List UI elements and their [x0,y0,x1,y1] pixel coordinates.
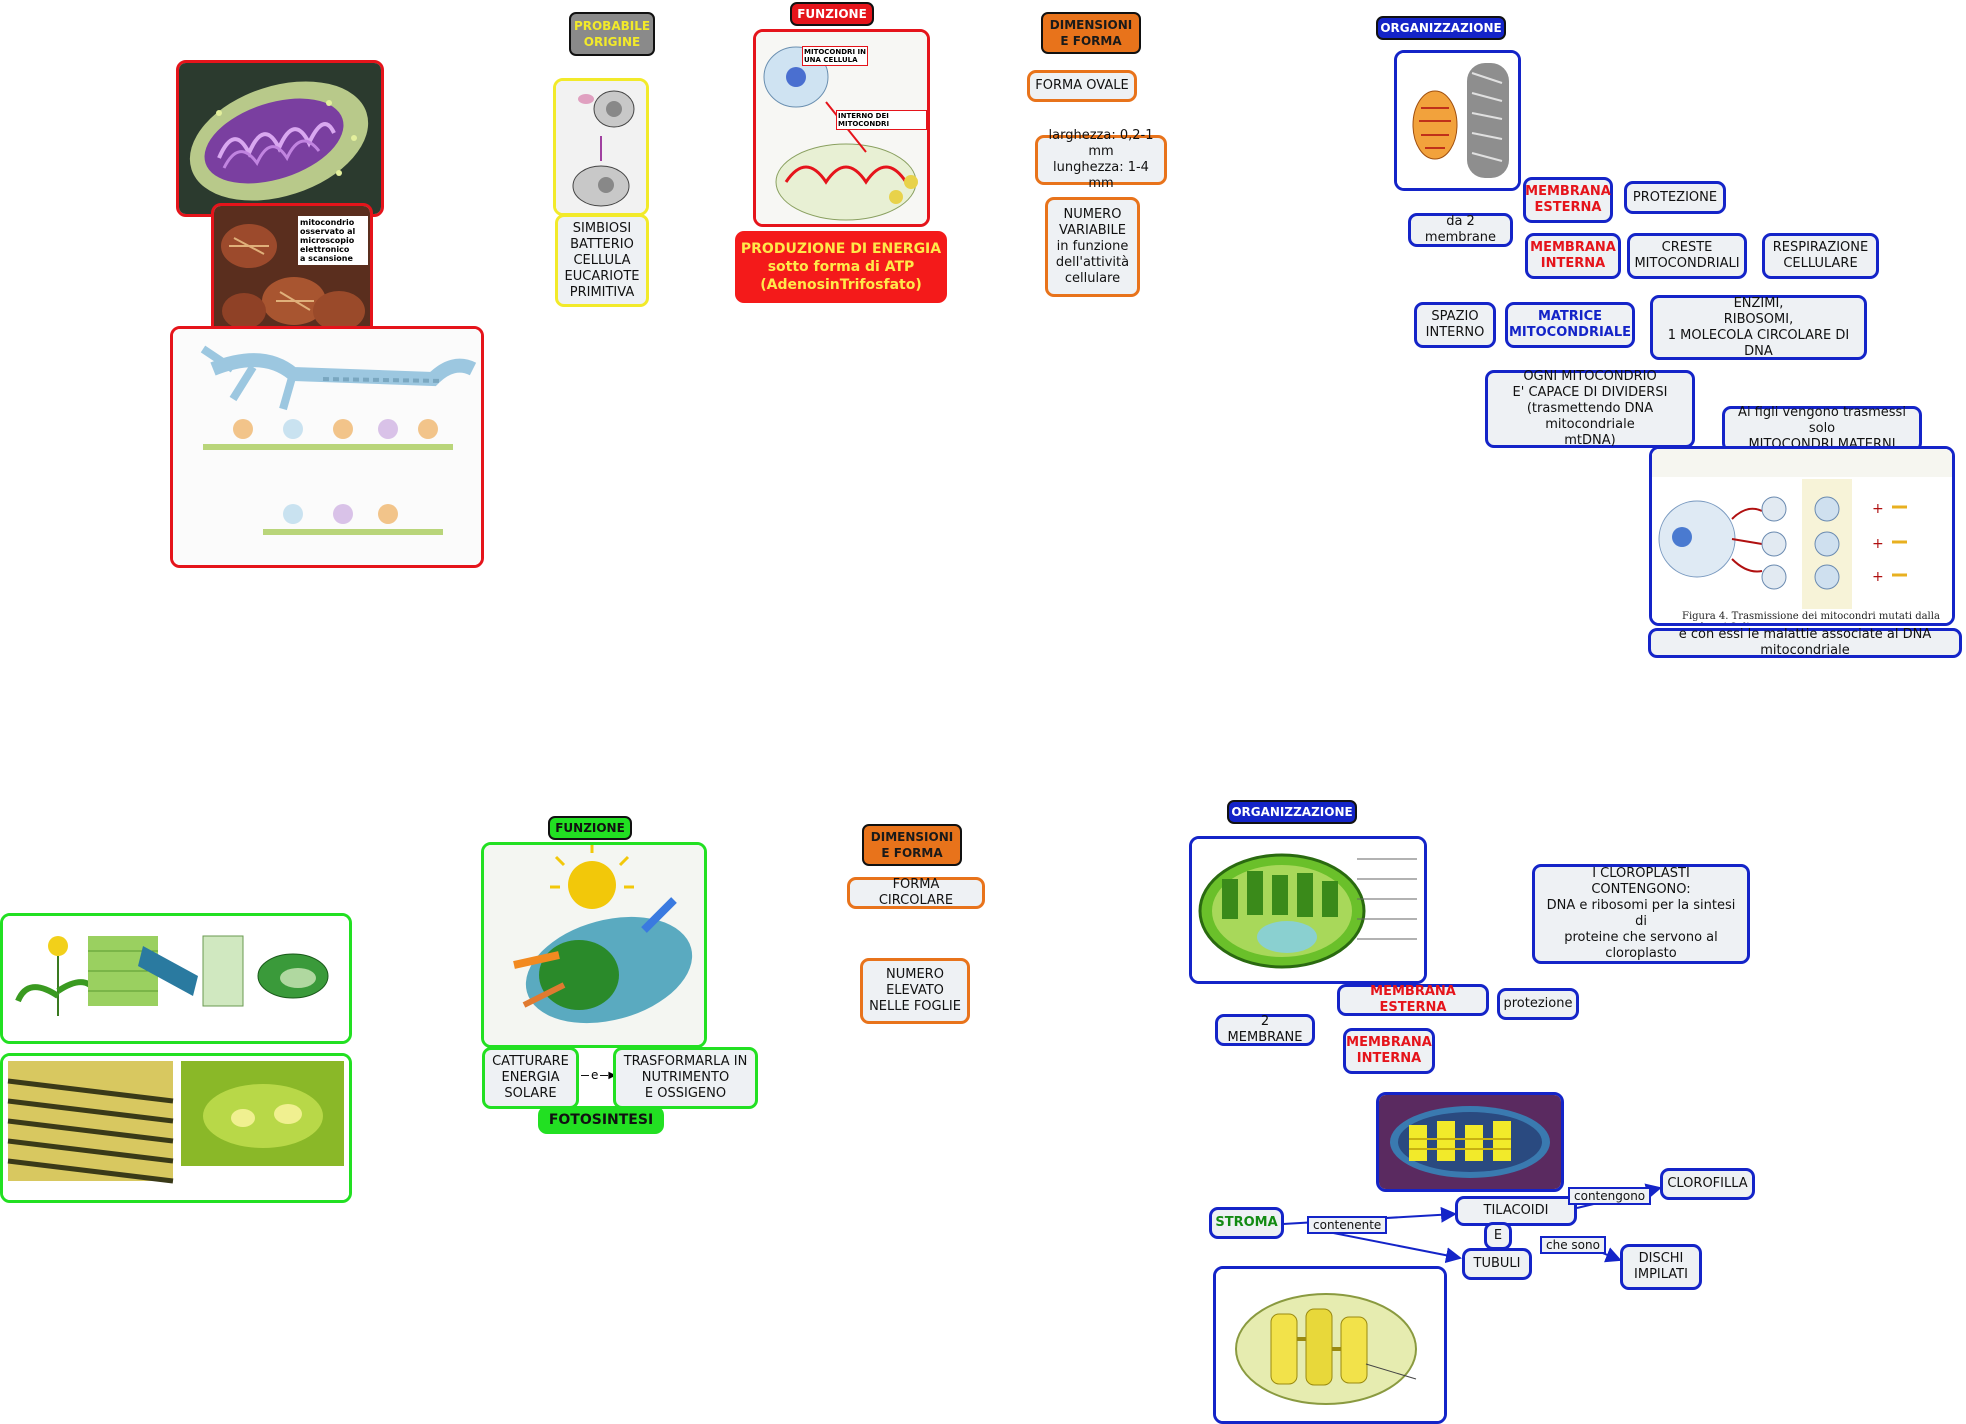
contain-link: contengono [1568,1187,1651,1205]
thylakoid-3d-image [1213,1266,1447,1424]
stroma: STROMA [1209,1207,1284,1239]
tubules: TUBULI [1462,1248,1532,1280]
containing-link: contenente [1307,1216,1387,1234]
and-box: E [1484,1222,1512,1250]
thylakoids: TILACOIDI [1455,1196,1577,1226]
stacked-disks: DISCHI IMPILATI [1620,1244,1702,1290]
chlorophyll: CLOROFILLA [1660,1168,1755,1200]
which-are-link: che sono [1540,1236,1606,1254]
